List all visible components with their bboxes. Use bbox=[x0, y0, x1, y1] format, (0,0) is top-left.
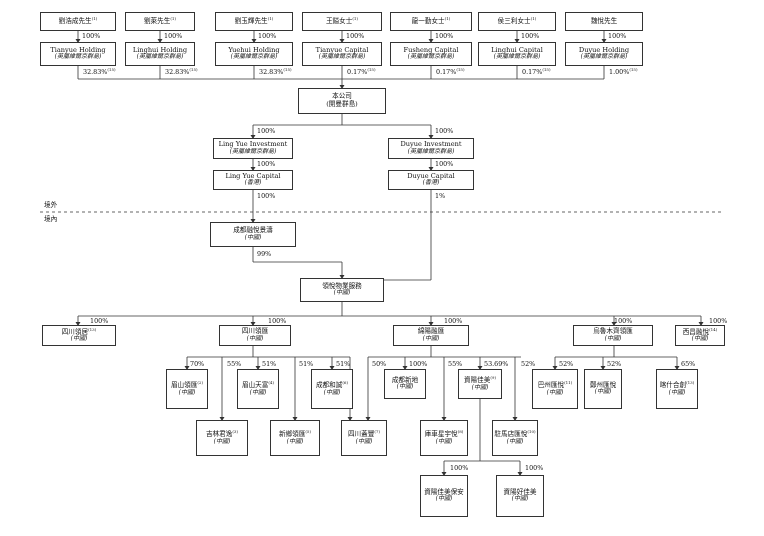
pct-label: 51% bbox=[336, 360, 351, 368]
pct-label: 65% bbox=[681, 360, 696, 368]
pct-label: 100% bbox=[409, 360, 428, 368]
sub-box-ziyang-jiamei-security: 資陽佳美保安(中國) bbox=[420, 475, 468, 517]
pct-label: 51% bbox=[262, 360, 277, 368]
pct-label: 50% bbox=[372, 360, 387, 368]
level1-box-mianyang-ronghui: 綿陽融匯(中國) bbox=[393, 325, 469, 346]
stake-label: 32.83%(15) bbox=[165, 67, 198, 77]
holding-box-7: Duyue Holding(英屬維爾京群島) bbox=[565, 42, 643, 66]
pct-label: 100% bbox=[435, 127, 454, 135]
sub-box-bazhou-huiyue: 巴州匯悅(11)(中國) bbox=[532, 369, 578, 409]
pct-label: 100% bbox=[346, 32, 365, 40]
pct-label: 100% bbox=[709, 317, 728, 325]
level1-box-xichang-rongyue: 西昌融悅(14)(中國) bbox=[675, 325, 725, 346]
stake-label: 32.83%(15) bbox=[83, 67, 116, 77]
stake-label: 32.83%(15) bbox=[259, 67, 292, 77]
lingyue-services-box: 領悅物業服務(中國) bbox=[300, 278, 384, 302]
shareholder-box-3: 劉玉輝先生(1) bbox=[215, 12, 293, 31]
ling-yue-investment-box: Ling Yue Investment(英屬維爾京群島) bbox=[213, 138, 293, 159]
pct-label: 100% bbox=[608, 32, 627, 40]
shareholder-box-5: 龍一勤女士(1) bbox=[390, 12, 472, 31]
shareholder-box-1: 劉浩成先生(1) bbox=[40, 12, 116, 31]
pct-label: 100% bbox=[521, 32, 540, 40]
stake-label: 0.17%(15) bbox=[436, 67, 465, 77]
sub-box-ziyang-haojiamei: 資陽好佳美(中國) bbox=[496, 475, 544, 517]
holding-box-6: Linghui Capital(英屬維爾京群島) bbox=[478, 42, 556, 66]
sub-box-meishan-linghui: 眉山領匯(2)(中國) bbox=[166, 369, 208, 409]
pct-label: 100% bbox=[90, 317, 109, 325]
sub-box-zhengzhou-huiyue: 鄭州匯悅(中國) bbox=[584, 369, 622, 409]
pct-label: 51% bbox=[299, 360, 314, 368]
level1-box-sichuan-lingju: 四川領居(13)(中國) bbox=[42, 325, 116, 346]
shareholder-box-2: 劉萊先生(1) bbox=[125, 12, 195, 31]
stake-label: 0.17%(15) bbox=[347, 67, 376, 77]
region-offshore-label: 境外 bbox=[44, 201, 58, 209]
pct-label: 55% bbox=[448, 360, 463, 368]
holding-box-4: Tianyue Capital(英屬維爾京群島) bbox=[302, 42, 382, 66]
pct-label: 100% bbox=[450, 464, 469, 472]
duyue-investment-box: Duyue Investment(英屬維爾京群島) bbox=[388, 138, 474, 159]
sub-box-kuche-xingyuyue: 庫車星宇悅(8)(中國) bbox=[420, 420, 468, 456]
sub-box-kashi-hechuang: 喀什合創(13)(中國) bbox=[656, 369, 698, 409]
pct-label: 100% bbox=[257, 192, 276, 200]
sub-box-ziyang-jiamei: 資陽佳美(9)(中國) bbox=[458, 369, 502, 399]
level1-box-sichuan-linghui: 四川領匯(中國) bbox=[219, 325, 291, 346]
sub-box-xinxiang-linghui: 新鄉領匯(5)(中國) bbox=[270, 420, 320, 456]
region-onshore-label: 境內 bbox=[44, 215, 58, 223]
pct-label: 100% bbox=[444, 317, 463, 325]
stake-label: 0.17%(15) bbox=[522, 67, 551, 77]
sub-box-chengdu-hecheng: 成都和誠(6)(中國) bbox=[311, 369, 353, 409]
duyue-capital-box: Duyue Capital(香港) bbox=[388, 170, 474, 190]
sub-box-meishan-tianfu: 眉山天富(4)(中國) bbox=[237, 369, 279, 409]
pct-label: 100% bbox=[257, 160, 276, 168]
pct-label: 53.69% bbox=[484, 360, 509, 368]
pct-label: 100% bbox=[82, 32, 101, 40]
pct-label: 55% bbox=[227, 360, 242, 368]
pct-label: 70% bbox=[190, 360, 205, 368]
sub-box-jilin-junyi: 吉林君逸(3)(中國) bbox=[196, 420, 248, 456]
pct-label: 1% bbox=[435, 192, 446, 200]
company-box: 本公司(開曼群島) bbox=[298, 88, 386, 114]
chengdu-rongyue-box: 成都融悅景濤(中國) bbox=[210, 222, 296, 247]
shareholder-box-4: 王鎰女士(1) bbox=[302, 12, 382, 31]
holding-box-3: Yuehui Holding(英屬維爾京群島) bbox=[215, 42, 293, 66]
pct-label: 100% bbox=[257, 127, 276, 135]
pct-label: 52% bbox=[607, 360, 622, 368]
level1-box-urumqi-linghui: 烏魯木齊領匯(中國) bbox=[573, 325, 653, 346]
holding-box-2: Linghui Holding(英屬維爾京群島) bbox=[125, 42, 195, 66]
pct-label: 100% bbox=[435, 160, 454, 168]
sub-box-zhumadian-huiyue: 駐馬店匯悅(10)(中國) bbox=[492, 420, 538, 456]
pct-label: 52% bbox=[521, 360, 536, 368]
sub-box-sichuan-gaifeng: 四川蓋豐(7)(中國) bbox=[341, 420, 387, 456]
pct-label: 100% bbox=[164, 32, 183, 40]
holding-box-5: Fusheng Capital(英屬維爾京群島) bbox=[390, 42, 472, 66]
pct-label: 100% bbox=[435, 32, 454, 40]
pct-label: 100% bbox=[614, 317, 633, 325]
stake-label: 1.00%(15) bbox=[609, 67, 638, 77]
pct-label: 100% bbox=[525, 464, 544, 472]
pct-label: 100% bbox=[268, 317, 287, 325]
pct-label: 99% bbox=[257, 250, 272, 258]
pct-label: 52% bbox=[559, 360, 574, 368]
holding-box-1: Tianyue Holding(英屬維爾京群島) bbox=[40, 42, 116, 66]
sub-box-chengdu-xindi: 成都新地(中國) bbox=[384, 369, 426, 399]
shareholder-box-7: 魏悅先生 bbox=[565, 12, 643, 31]
pct-label: 100% bbox=[258, 32, 277, 40]
ling-yue-capital-box: Ling Yue Capital(香港) bbox=[213, 170, 293, 190]
shareholder-box-6: 侯三利女士(1) bbox=[478, 12, 556, 31]
